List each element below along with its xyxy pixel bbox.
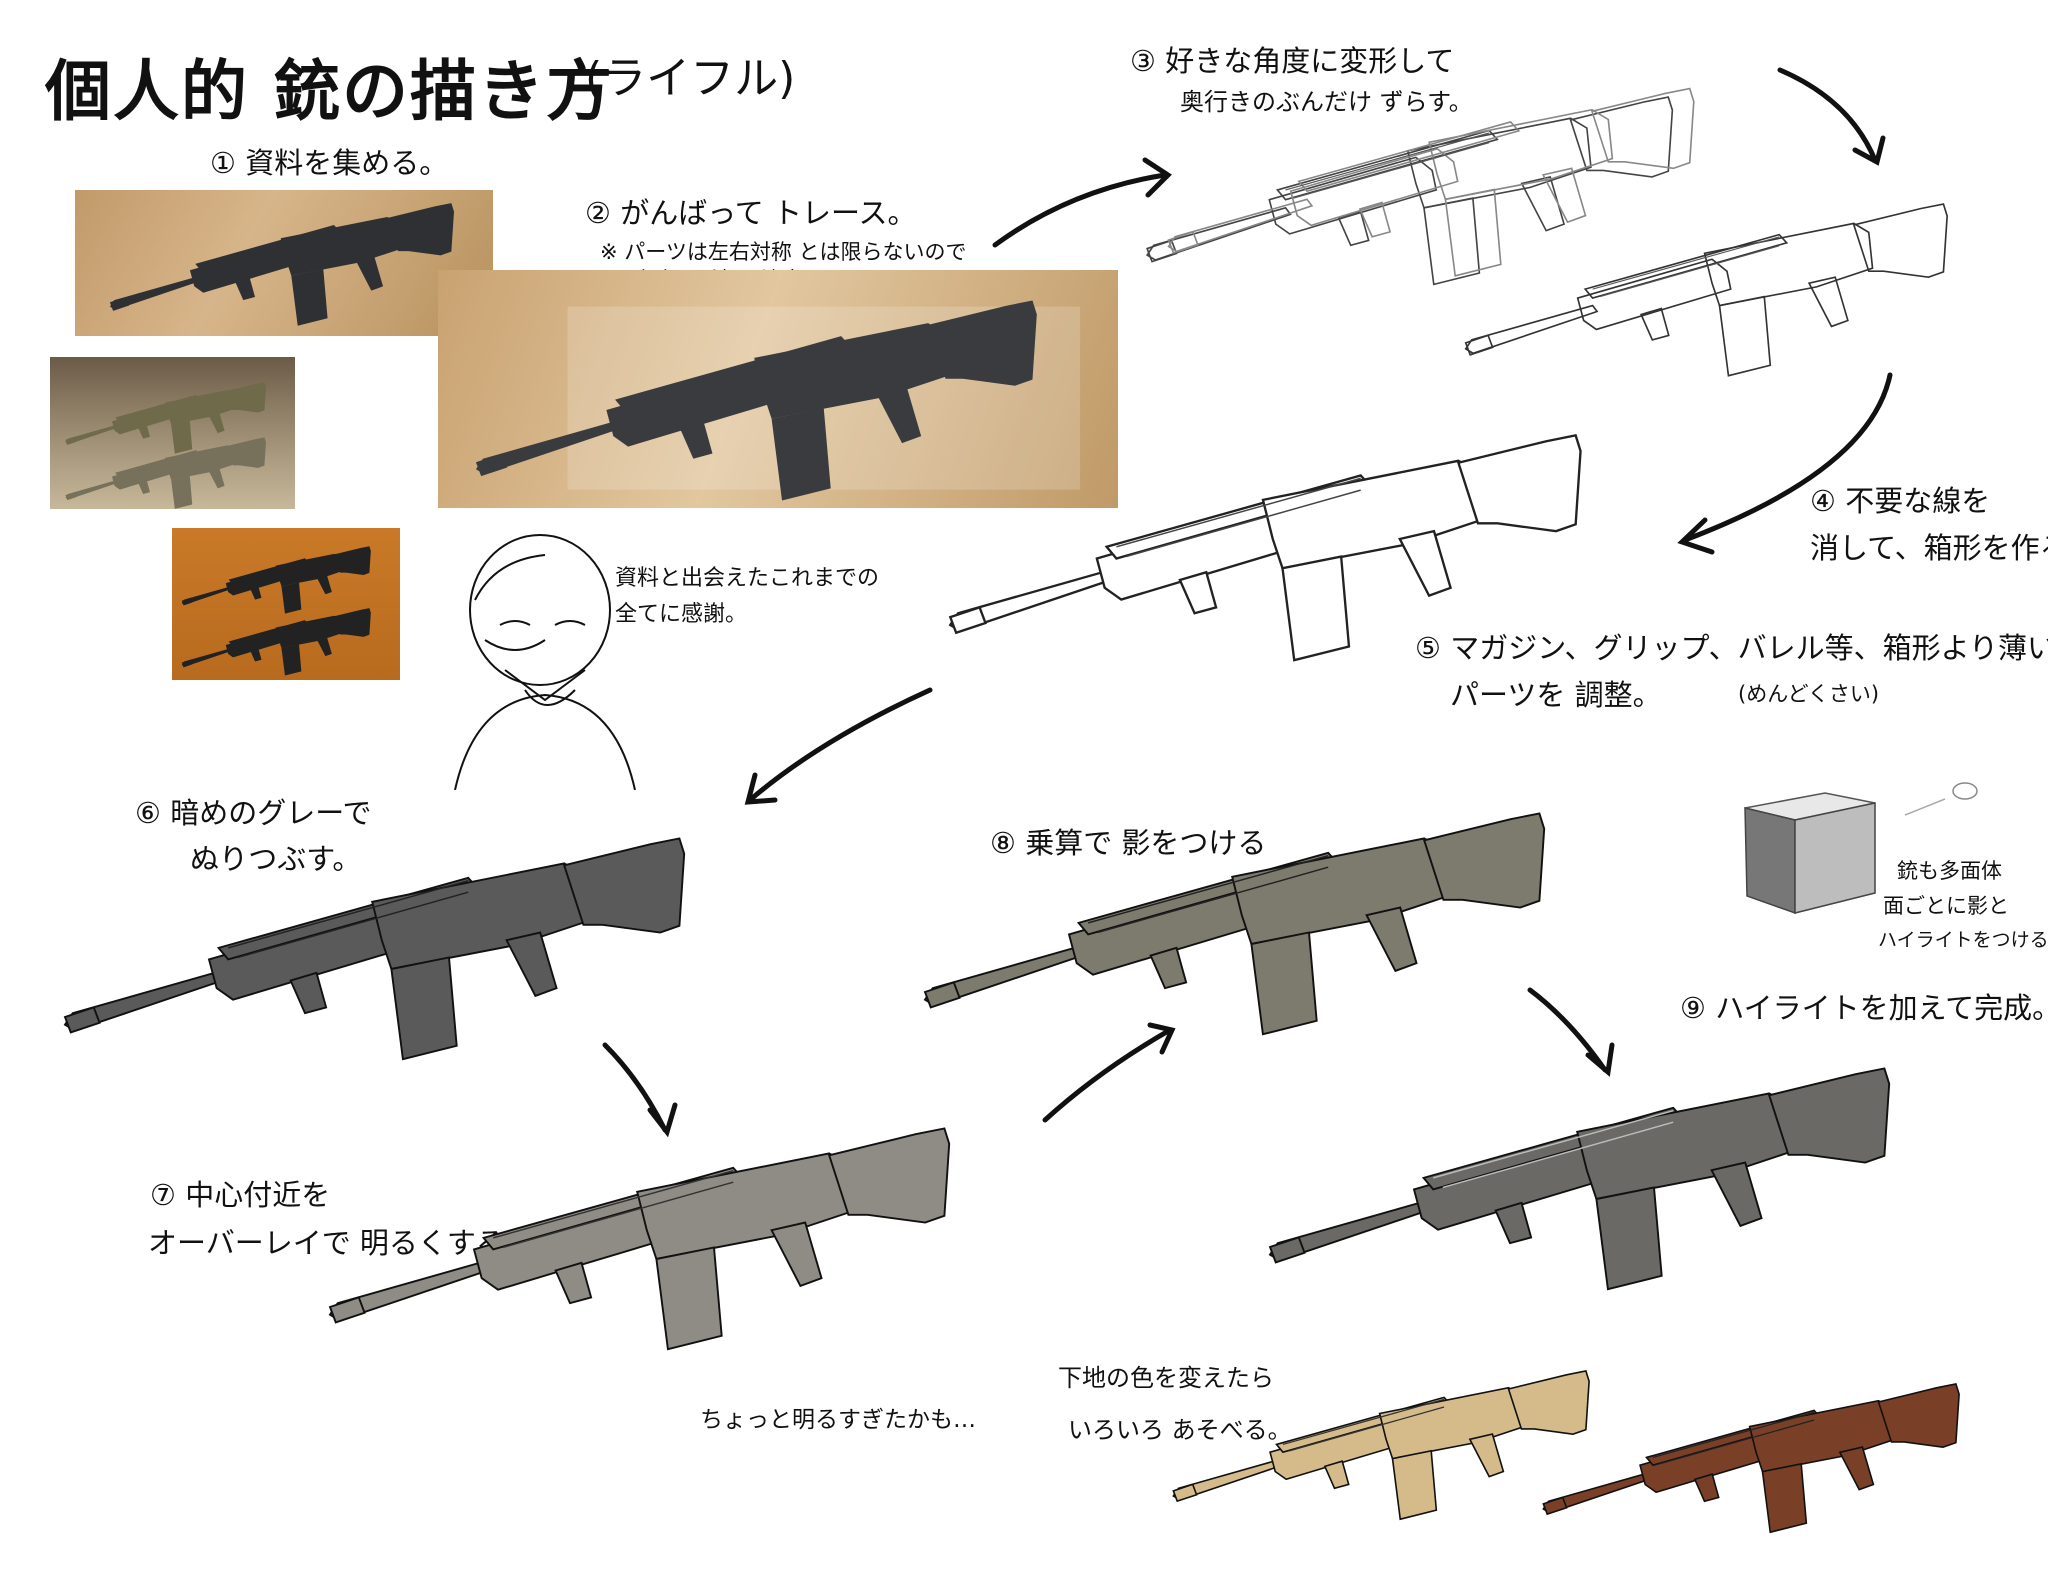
step-2-label: ② がんばって トレース。 (585, 196, 917, 230)
step-4-label-line2: 消して、箱形を作る。 (1810, 531, 2048, 565)
thankful-person-sketch (454, 534, 636, 790)
rifle-final (1269, 1067, 1891, 1291)
step-2-note-line1: ※ パーツは左右対称 とは限らないので (600, 240, 967, 264)
thanks-line2: 全てに感謝。 (615, 602, 748, 627)
page-title: 個人的 銃の描き方 (45, 53, 614, 130)
rifle-multiply-shaded (924, 812, 1546, 1036)
reference-photo-3 (172, 528, 400, 680)
step-7-label-line1: ⑦ 中心付近を (150, 1178, 331, 1212)
step-1-label: ① 資料を集める。 (210, 146, 449, 180)
rifle-brown-variant (1542, 1383, 1960, 1534)
reference-photo-1 (75, 190, 493, 336)
step-6-label-line2: ぬりつぶす。 (190, 842, 362, 876)
step-5-label-line2: パーツを 調整。 (1450, 678, 1662, 712)
trace-rifle (475, 300, 1081, 501)
step-5-label-line1: ⑤ マガジン、グリップ、バレル等、箱形より薄い (1415, 631, 2048, 665)
step-3-label-line2: 奥行きのぶんだけ ずらす。 (1180, 88, 1473, 116)
step-8-label: ⑧ 乗算で 影をつける (990, 826, 1267, 860)
step-9-label: ⑨ ハイライトを加えて完成。 (1680, 991, 2048, 1025)
thanks-line1: 資料と出会えたこれまでの (615, 566, 880, 591)
color-note-line2: いろいろ あそべる。 (1068, 1416, 1292, 1444)
step-4-label-line1: ④ 不要な線を (1810, 484, 1991, 518)
step-5-aside: (めんどくさい) (1738, 682, 1880, 706)
step-6-label-line1: ⑥ 暗めのグレーで (135, 796, 372, 830)
cube-note-line2: 面ごとに影と (1883, 894, 2009, 918)
step-7-label-line2: オーバーレイで 明るくする。 (148, 1226, 534, 1260)
light-bulb-icon (1904, 782, 1978, 816)
cube-note-line3: ハイライトをつける。 (1878, 929, 2048, 951)
reference-photo-2 (50, 357, 295, 509)
rifle-overlay-lightened (329, 1127, 951, 1351)
cube-note-line1: 銃も多面体 (1897, 859, 2002, 883)
page-subtitle: (ライフル) (585, 53, 796, 104)
rifle-dark-gray (64, 837, 686, 1061)
color-note-line1: 下地の色を変えたら (1058, 1364, 1274, 1392)
trace-photo (438, 270, 1118, 508)
step-7-aside: ちょっと明るすぎたかも… (700, 1407, 976, 1433)
shaded-cube (1744, 792, 1876, 915)
step-3-label-line1: ③ 好きな角度に変形して (1130, 44, 1455, 78)
